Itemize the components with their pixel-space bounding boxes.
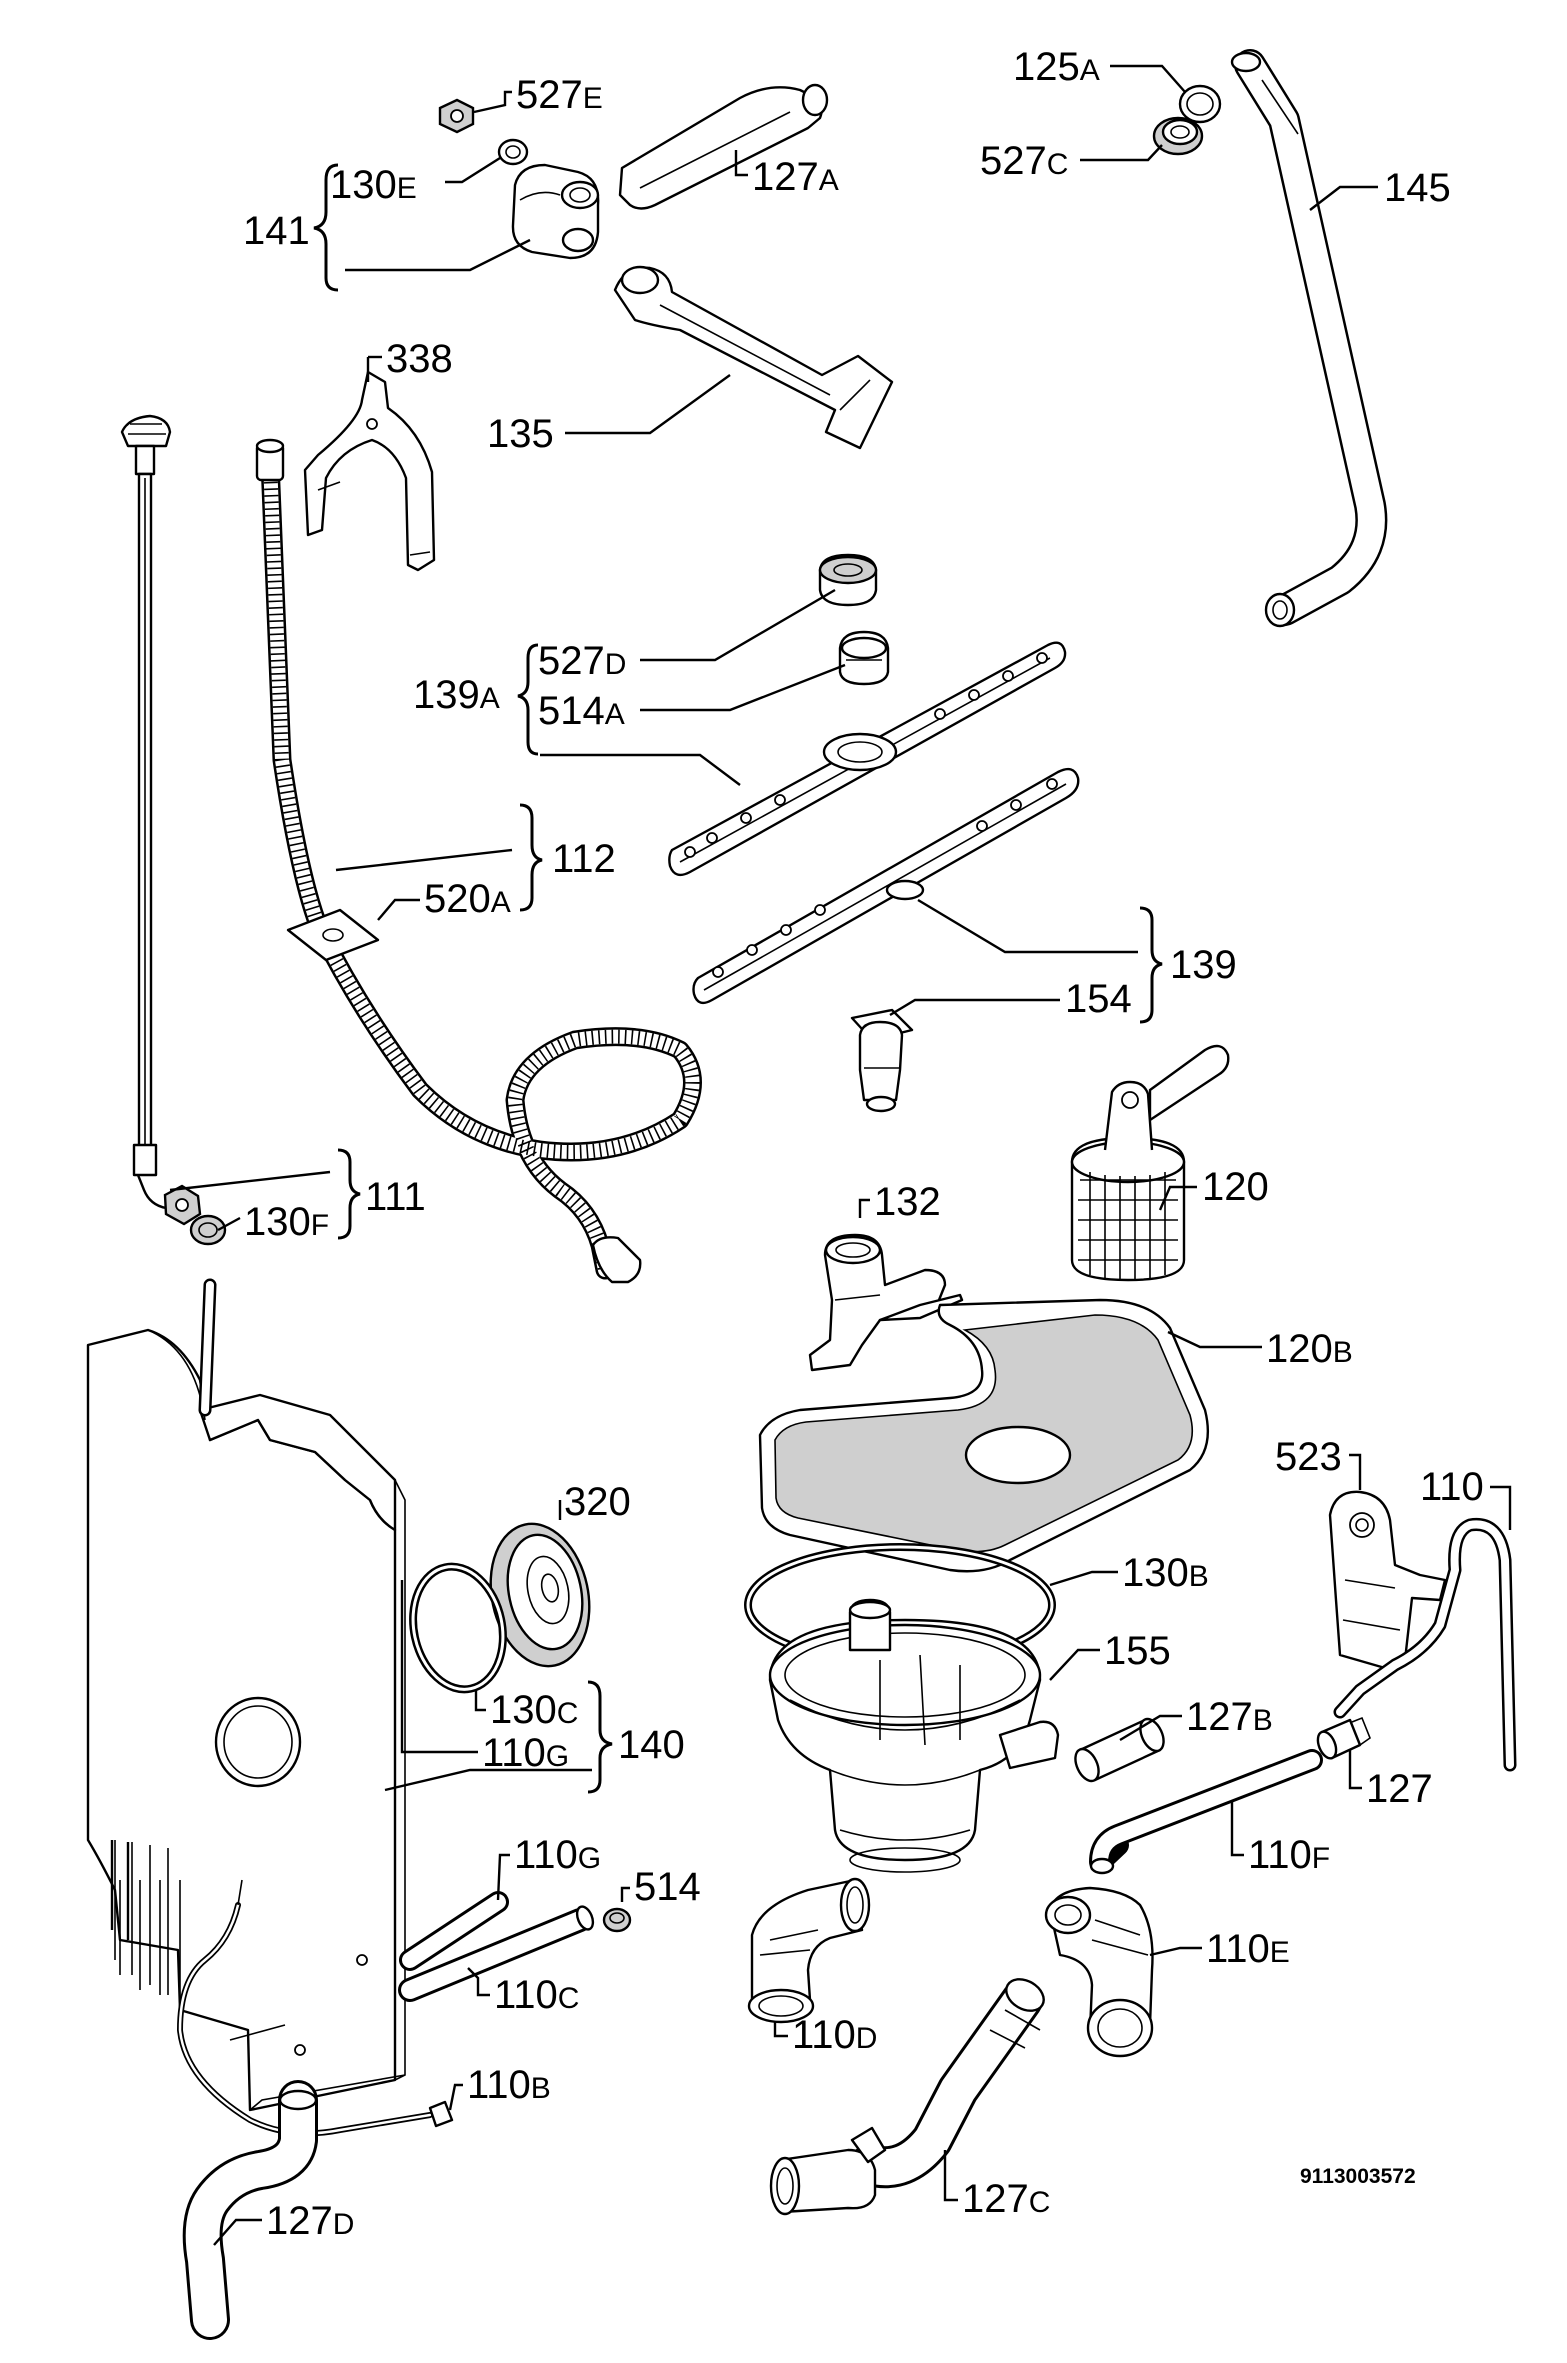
callout-130c: 130C <box>490 1688 578 1732</box>
callout-145: 145 <box>1384 166 1451 210</box>
part-110d-elbow <box>747 1877 871 2024</box>
callout-139: 139 <box>1170 943 1237 987</box>
part-112-drain-hose <box>255 438 702 1284</box>
part-520a-hose-plate <box>286 908 380 962</box>
part-130f-washer <box>189 1214 227 1246</box>
callout-141: 141 <box>243 209 310 253</box>
callout-110g-lower: 110G <box>514 1833 601 1877</box>
part-111-inlet-hose <box>120 414 202 1226</box>
callout-139a: 139A <box>413 673 500 717</box>
part-154-arm-support <box>850 1008 914 1113</box>
callout-527e: 527E <box>516 73 603 117</box>
part-338-hose-bracket <box>303 370 436 572</box>
leader-lines <box>169 64 1512 2246</box>
part-127c-long-elbow <box>769 1978 1045 2216</box>
callout-112: 112 <box>552 837 616 881</box>
callout-127c: 127C <box>962 2177 1050 2221</box>
part-110f-tube <box>1089 1749 1323 1875</box>
part-110g-tube <box>399 1891 509 1971</box>
callout-127b: 127B <box>1186 1695 1273 1739</box>
part-120b-flat-filter <box>758 1298 1209 1573</box>
callout-127a: 127A <box>752 155 839 199</box>
callout-320: 320 <box>564 1480 631 1524</box>
callout-125a: 125A <box>1013 45 1100 89</box>
part-135-spray-arm-feed <box>613 265 894 450</box>
part-127d-drain-elbow <box>182 2080 318 2340</box>
part-127-connector <box>1316 1716 1371 1760</box>
callout-140: 140 <box>618 1723 685 1767</box>
part-120-microfilter <box>1070 1044 1230 1282</box>
group-braces <box>313 163 1163 1794</box>
callout-135: 135 <box>487 412 554 456</box>
callout-110: 110 <box>1420 1465 1484 1509</box>
part-127a-upper-arm <box>618 83 829 210</box>
callout-130b: 130B <box>1122 1551 1209 1595</box>
callout-338: 338 <box>386 337 453 381</box>
part-527e-nut <box>438 98 475 134</box>
part-127b-sleeve <box>1074 1717 1165 1783</box>
part-125a-o-ring <box>1178 84 1222 124</box>
part-527d-nut <box>818 553 878 607</box>
callout-514a: 514A <box>538 689 625 733</box>
callout-154: 154 <box>1065 977 1132 1021</box>
part-320-valve-disc <box>489 1522 591 1668</box>
callout-120b: 120B <box>1266 1327 1353 1371</box>
callout-labels: 527E 130E 141 127A 125A 527C 145 338 135… <box>243 45 1484 2243</box>
callout-514: 514 <box>634 1865 701 1909</box>
part-110e-elbow <box>1044 1886 1154 2058</box>
callout-155: 155 <box>1104 1629 1171 1673</box>
callout-110c: 110C <box>494 1973 579 2017</box>
callout-110b: 110B <box>467 2063 551 2107</box>
part-110c-tube <box>398 1905 595 2002</box>
callout-132: 132 <box>874 1180 941 1224</box>
part-145-supply-pipe <box>1230 49 1388 628</box>
part-155-sump <box>768 1598 1060 1873</box>
callout-110f: 110F <box>1248 1833 1330 1877</box>
part-139a-upper-spray-arm <box>668 641 1067 877</box>
part-514-plug <box>602 1907 632 1933</box>
callout-527c: 527C <box>980 139 1068 183</box>
callout-110e: 110E <box>1206 1927 1290 1971</box>
part-523-bracket <box>1328 1490 1447 1670</box>
part-141-connector <box>511 163 600 260</box>
part-140-softener-tank <box>86 1278 406 2112</box>
callout-520a: 520A <box>424 877 511 921</box>
part-110-small-hose <box>1333 1517 1517 1772</box>
part-527c-collar-nut <box>1152 116 1204 156</box>
part-130c-ring <box>409 1562 507 1694</box>
part-130e-washer <box>497 138 529 166</box>
callout-127d: 127D <box>266 2199 354 2243</box>
part-139-lower-spray-arm <box>692 767 1080 1005</box>
part-514a-bearing <box>838 630 890 686</box>
callout-130e: 130E <box>330 163 417 207</box>
callout-120: 120 <box>1202 1165 1269 1209</box>
callout-110d: 110D <box>792 2013 877 2057</box>
callout-127: 127 <box>1366 1767 1433 1811</box>
part-132-nozzle <box>808 1233 964 1372</box>
callout-111: 111 <box>365 1175 426 1219</box>
callout-523: 523 <box>1275 1435 1342 1479</box>
callout-130f: 130F <box>244 1200 329 1244</box>
callout-527d: 527D <box>538 639 626 683</box>
callout-110g-upper: 110G <box>482 1731 569 1775</box>
document-number: 9113003572 <box>1300 2165 1416 2188</box>
